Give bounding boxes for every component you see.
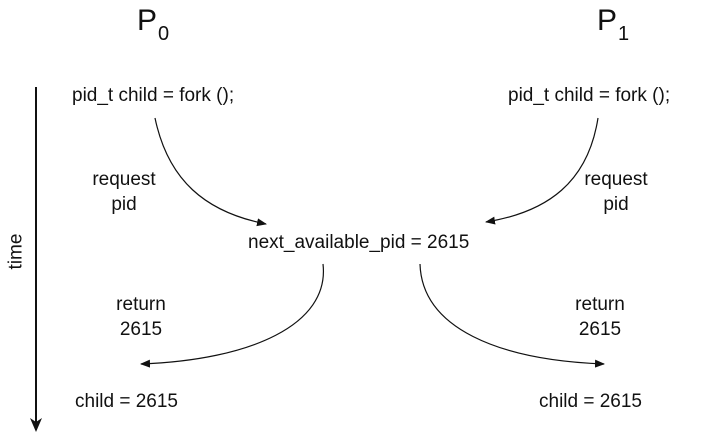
next-available-pid-label: next_available_pid = 2615 (248, 232, 470, 253)
process-p0-label: P0 (137, 4, 169, 45)
left-request-line-1: request (92, 169, 156, 190)
right-return-line-1: return (575, 294, 625, 315)
time-axis-label: time (5, 233, 27, 270)
right-child-result: child = 2615 (539, 391, 642, 412)
left-return-line-1: return (116, 294, 166, 315)
right-request-label: request pid (578, 167, 654, 217)
left-request-arrow (154, 117, 267, 227)
left-request-label: request pid (86, 167, 162, 217)
right-request-arrow (485, 117, 599, 225)
right-return-line-2: 2615 (578, 319, 622, 340)
left-return-arrow (140, 263, 324, 368)
left-fork-call: pid_t child = fork (); (72, 85, 235, 106)
left-child-result: child = 2615 (75, 391, 178, 412)
process-p0-letter: P (137, 4, 158, 37)
right-fork-call: pid_t child = fork (); (508, 85, 671, 106)
process-p1-subscript: 1 (618, 23, 630, 45)
right-request-line-2: pid (603, 194, 629, 215)
left-request-line-2: pid (111, 194, 137, 215)
right-return-label: return 2615 (567, 292, 633, 342)
process-p1-letter: P (597, 4, 618, 37)
process-p0-subscript: 0 (158, 23, 170, 45)
right-request-line-1: request (584, 169, 648, 190)
right-return-arrow (419, 263, 605, 368)
left-return-line-2: 2615 (119, 319, 163, 340)
process-p1-label: P1 (597, 4, 629, 45)
left-return-label: return 2615 (108, 292, 174, 342)
